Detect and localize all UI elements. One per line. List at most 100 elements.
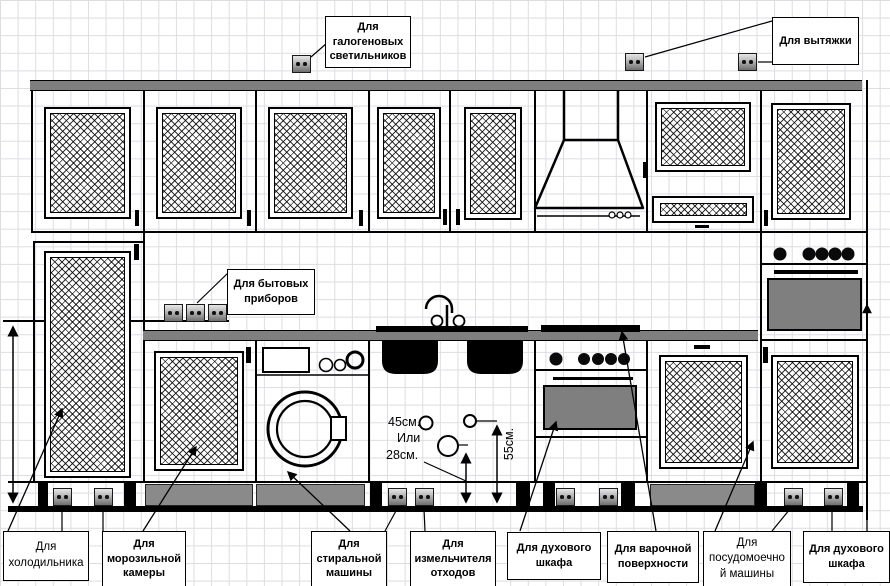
floor-line bbox=[8, 506, 863, 512]
callout-fridge: Для холодильника bbox=[3, 531, 89, 581]
fridge-cabinet-side bbox=[33, 241, 35, 482]
plinth-leg bbox=[370, 483, 382, 507]
washer-detergent-drawer bbox=[262, 347, 310, 373]
glass-hatch-panel bbox=[777, 361, 853, 463]
glass-hatch-panel bbox=[383, 113, 435, 213]
power-outlet-household bbox=[208, 304, 227, 322]
glass-hatch-panel bbox=[50, 257, 125, 472]
power-outlet-oven-left bbox=[556, 488, 575, 506]
cabinet-divider bbox=[143, 91, 145, 482]
oven-panel-line bbox=[760, 263, 867, 265]
power-outlet-household bbox=[186, 304, 205, 322]
built-in-oven-window-right bbox=[767, 278, 862, 331]
plinth-leg bbox=[755, 483, 767, 507]
upper-cabinet-door bbox=[156, 107, 242, 219]
callout-freezer: Для морозильной камеры bbox=[102, 531, 186, 586]
base-cabinet-door bbox=[771, 355, 859, 469]
cabinet-divider bbox=[31, 91, 33, 231]
cabinet-divider bbox=[449, 91, 451, 231]
top-cornice-rail bbox=[30, 80, 862, 91]
sink-basins bbox=[382, 341, 523, 374]
glass-hatch-panel bbox=[50, 113, 125, 213]
upper-cabinet-door bbox=[655, 102, 751, 172]
measurement-or: Или bbox=[397, 431, 421, 445]
power-outlet-fridge bbox=[53, 488, 72, 506]
oven-door-handle bbox=[774, 270, 858, 274]
oven-knobs-left bbox=[549, 352, 630, 366]
glass-hatch-panel bbox=[470, 113, 516, 214]
fridge-cabinet-door bbox=[44, 251, 131, 478]
tall-column-left-edge bbox=[760, 91, 762, 510]
upper-cabinet-door bbox=[771, 103, 851, 220]
fridge-cabinet-top-line bbox=[33, 241, 143, 243]
base-cabinet-divider bbox=[534, 341, 536, 482]
plinth-leg bbox=[621, 483, 635, 507]
power-outlet-freezer bbox=[94, 488, 113, 506]
callout-oven-right: Для духового шкафа bbox=[803, 531, 890, 583]
power-outlet-dishwasher bbox=[784, 488, 803, 506]
oven-panel-line bbox=[535, 436, 647, 438]
door-handle bbox=[694, 345, 710, 349]
upper-cabinet-door bbox=[268, 107, 353, 219]
extractor-hood bbox=[533, 91, 645, 219]
callout-hob: Для варочной поверхности bbox=[607, 531, 699, 583]
callout-oven-left: Для духового шкафа bbox=[507, 532, 601, 580]
kickboard-panel bbox=[145, 484, 253, 506]
door-handle bbox=[764, 210, 768, 226]
measurement-45cm: 45см. bbox=[388, 415, 421, 429]
upper-cabinet-drawer bbox=[652, 196, 754, 223]
measurement-28cm: 28см. bbox=[386, 448, 419, 462]
glass-hatch-panel bbox=[661, 108, 745, 166]
power-outlet-halogen bbox=[292, 55, 311, 73]
freezer-cabinet-door bbox=[154, 351, 244, 471]
plinth-leg bbox=[847, 483, 859, 507]
oven-door-handle bbox=[553, 377, 633, 380]
power-outlet-grinder bbox=[415, 488, 434, 506]
drawer-handle bbox=[695, 225, 709, 228]
kickboard-panel bbox=[650, 484, 755, 506]
dishwasher-cabinet-door bbox=[659, 355, 748, 469]
callout-halogen-lights: Для галогеновых светильников bbox=[325, 16, 411, 68]
callout-grinder: Для измельчителя отходов bbox=[410, 531, 496, 586]
glass-hatch-panel bbox=[777, 109, 845, 214]
glass-hatch-panel bbox=[274, 113, 347, 213]
cabinet-divider bbox=[255, 91, 257, 231]
base-cabinet-divider bbox=[646, 341, 648, 482]
callout-household-appliances: Для бытовых приборов bbox=[227, 269, 315, 315]
door-handle bbox=[643, 162, 647, 178]
upper-cabinet-door bbox=[377, 107, 441, 219]
power-outlet-hood bbox=[625, 53, 644, 71]
callout-dishwasher: Для посудомоечно й машины bbox=[703, 531, 791, 586]
door-handle bbox=[763, 347, 768, 363]
sink-rim bbox=[376, 326, 528, 332]
base-cabinet-divider bbox=[255, 341, 257, 482]
plinth-top-line bbox=[8, 481, 867, 483]
plinth-leg bbox=[124, 483, 136, 507]
power-outlet-oven-right bbox=[824, 488, 843, 506]
power-outlet-washer bbox=[388, 488, 407, 506]
door-handle bbox=[134, 244, 139, 260]
door-handle bbox=[247, 210, 251, 226]
hob-surface bbox=[541, 325, 640, 332]
door-handle bbox=[443, 209, 447, 225]
glass-hatch-panel bbox=[160, 357, 238, 465]
callout-washer: Для стиральной машины bbox=[311, 531, 387, 586]
plinth-leg bbox=[38, 483, 48, 507]
power-outlet-hob bbox=[599, 488, 618, 506]
oven-knobs-right bbox=[773, 247, 855, 261]
kickboard-panel bbox=[256, 484, 365, 506]
glass-hatch-panel bbox=[162, 113, 236, 213]
door-handle bbox=[135, 210, 139, 226]
power-outlet-hood bbox=[738, 53, 757, 71]
outlet-height-markers bbox=[418, 414, 497, 482]
built-in-oven-window-left bbox=[543, 385, 637, 430]
cabinet-divider bbox=[646, 91, 648, 231]
cabinet-divider bbox=[368, 91, 370, 231]
column-divider-line bbox=[760, 339, 867, 341]
door-handle bbox=[359, 210, 363, 226]
base-cabinet-divider bbox=[368, 341, 370, 482]
callout-hood: Для вытяжки bbox=[772, 17, 859, 65]
drawer-hatch-panel bbox=[660, 203, 747, 216]
door-handle bbox=[246, 347, 251, 363]
